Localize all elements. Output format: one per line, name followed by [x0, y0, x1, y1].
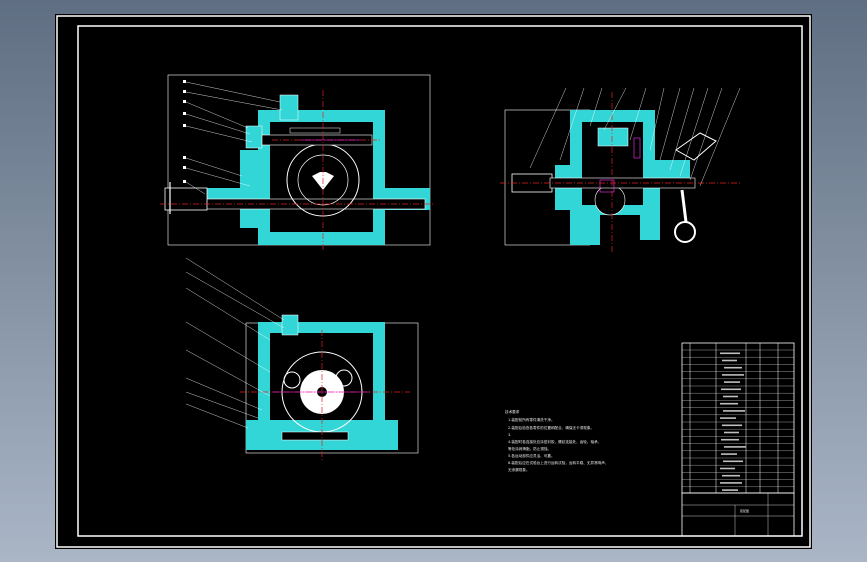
parts-list-entry-mark	[722, 374, 744, 376]
parts-list-entry-mark	[722, 359, 737, 362]
parts-list-entry-mark	[723, 395, 738, 398]
parts-list-entry-mark	[721, 388, 741, 391]
parts-list	[681, 342, 795, 494]
parts-list-entry-mark	[724, 446, 746, 448]
sheet-outer-border	[56, 15, 811, 548]
notes-line-8: 无渗漏现象。	[508, 467, 530, 472]
parts-list-entry-mark	[720, 352, 740, 355]
parts-list-entry-mark	[720, 482, 742, 484]
parts-list-entry-mark	[720, 402, 738, 405]
parts-list-entry-mark	[724, 431, 739, 434]
notes-line-1: 1.装配前所有零件清洗干净。	[508, 417, 555, 422]
notes-line-6: 5.各运动部件应灵活、可靠。	[508, 453, 555, 458]
bottom-section-view[interactable]	[185, 257, 419, 460]
parts-list-entry-mark	[724, 366, 742, 369]
parts-list-entry-mark	[720, 467, 735, 470]
drawing-sheet	[55, 14, 812, 549]
parts-list-entry-mark	[722, 474, 740, 477]
side-section-view[interactable]	[500, 87, 741, 252]
sheet-inner-border	[77, 25, 803, 537]
parts-list-entry-mark	[722, 424, 742, 427]
notes-line-5: 等处涂润滑脂，防止锈蚀。	[508, 446, 551, 451]
parts-list-entry-mark	[721, 438, 739, 441]
parts-list-entry-mark	[724, 381, 740, 383]
title-block: 装配图	[681, 492, 795, 537]
notes-line-7: 6.装配后应在试验台上进行运转试验，运转平稳、无异常响声，	[508, 460, 608, 465]
notes-line-4: 4.装配时各连接处应涂密封胶，螺纹连接处、齿轮、轴承、	[508, 439, 601, 444]
front-section-view[interactable]	[160, 74, 435, 250]
notes-line-3: 3.	[508, 433, 511, 437]
parts-list-entry-mark	[722, 489, 738, 491]
technical-notes: 技术要求 1.装配前所有零件清洗干净。 2.装配后检查各零件的位置和配合，确保无…	[505, 409, 608, 472]
notes-title: 技术要求	[505, 409, 520, 414]
notes-line-2: 2.装配后检查各零件的位置和配合，确保无卡滞现象。	[508, 425, 594, 430]
parts-list-entry-mark	[720, 417, 736, 419]
parts-list-entry-mark	[723, 410, 745, 412]
title-block-caption: 装配图	[740, 508, 749, 513]
parts-list-entry-mark	[721, 453, 737, 455]
parts-list-entry-mark	[723, 460, 743, 463]
